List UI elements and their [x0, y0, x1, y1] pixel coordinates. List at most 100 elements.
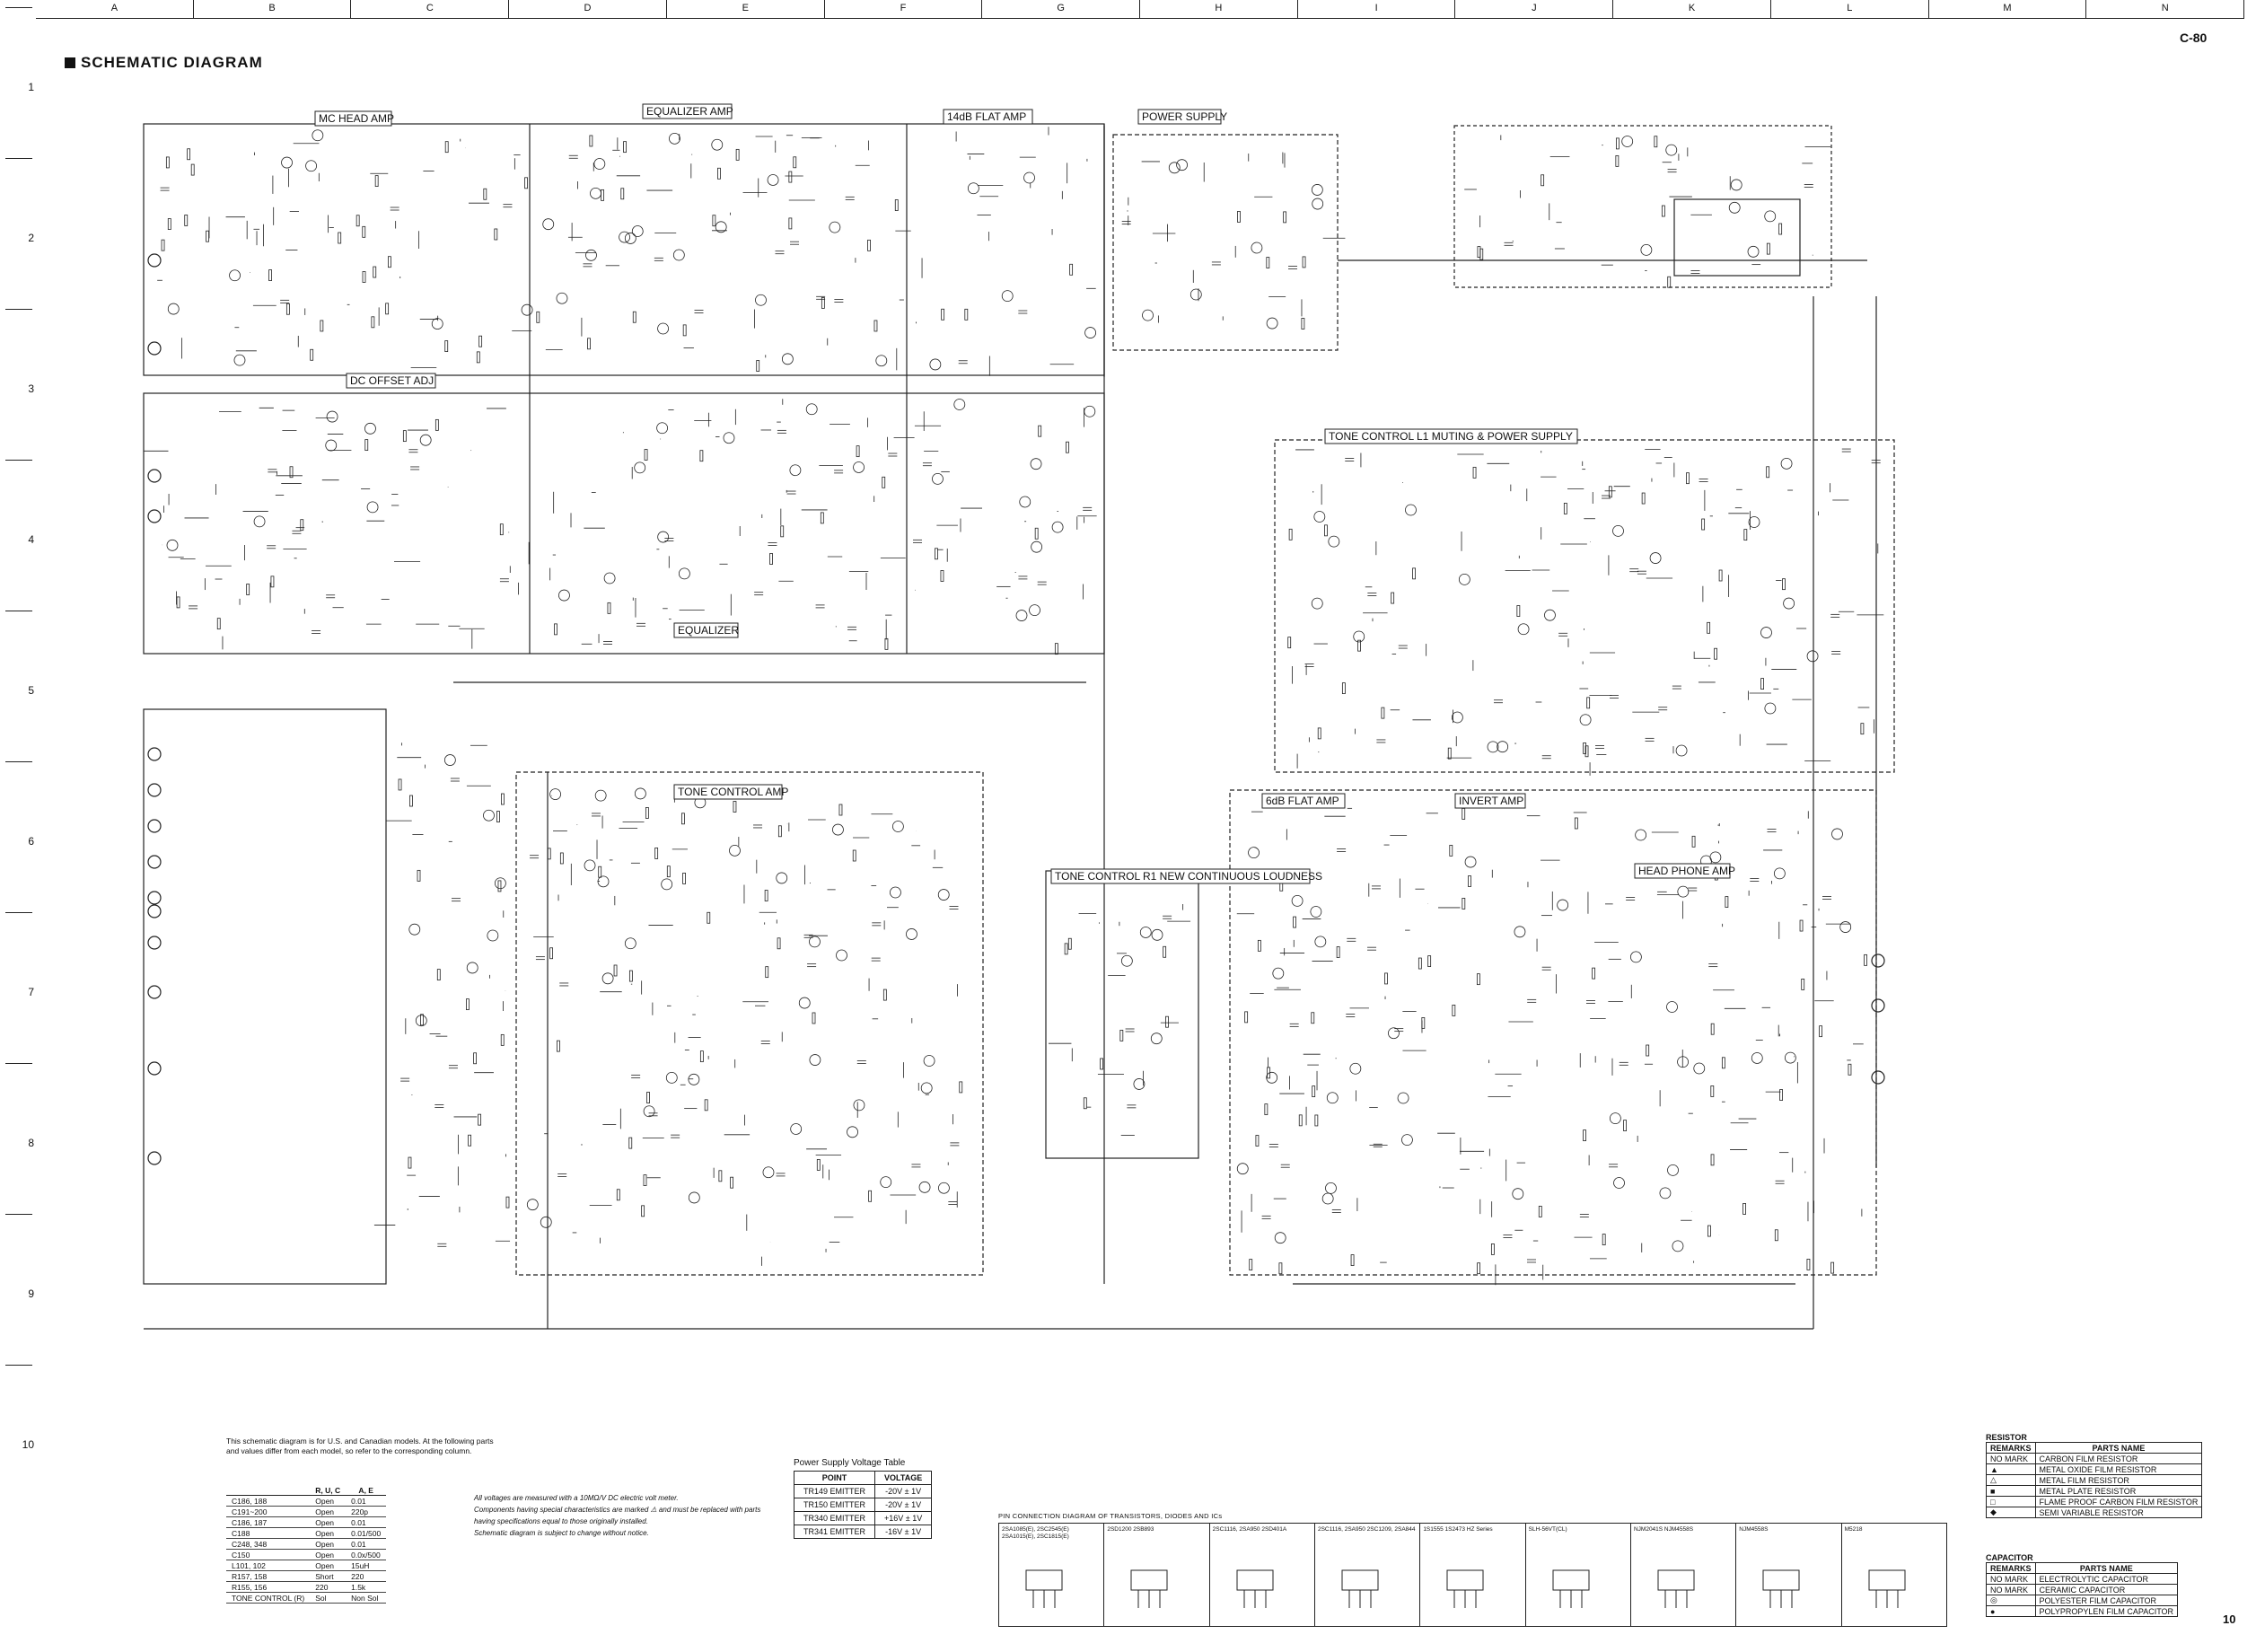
table-row: □FLAME PROOF CARBON FILM RESISTOR	[1986, 1496, 2203, 1507]
table-cell: FLAME PROOF CARBON FILM RESISTOR	[2034, 1496, 2203, 1507]
jack-symbol	[147, 855, 162, 869]
transistor-symbol	[762, 1166, 775, 1179]
resistor-symbol	[499, 523, 504, 536]
resistor-symbol	[816, 1158, 821, 1171]
resistor-symbol	[1064, 943, 1068, 955]
page-title: SCHEMATIC DIAGRAM	[65, 54, 263, 72]
resistor-symbol	[310, 348, 314, 361]
transistor-symbol	[1667, 1164, 1679, 1176]
table-cell: C188	[226, 1527, 311, 1539]
table-cell: Open	[310, 1560, 347, 1571]
resistor-symbol	[371, 316, 375, 329]
resistor-symbol	[549, 947, 554, 960]
transistor-symbol	[593, 158, 606, 170]
transistor-symbol	[1806, 650, 1819, 663]
transistor-symbol	[1751, 1052, 1763, 1064]
resistor-symbol	[1391, 592, 1395, 604]
resistor-symbol	[1691, 835, 1696, 848]
sheet-number: 10	[2223, 1612, 2236, 1626]
transistor-symbol	[1311, 597, 1323, 610]
resistor-symbol	[769, 553, 773, 565]
resistor-symbol	[547, 848, 551, 860]
resistor-symbol	[1418, 957, 1422, 970]
transistor-symbol	[1401, 1134, 1413, 1147]
grid-row-tick	[5, 761, 32, 762]
resistor-symbol	[1278, 1262, 1283, 1275]
transistor-symbol	[1274, 1232, 1286, 1244]
transistor-symbol	[643, 1105, 655, 1118]
resistor-symbol	[466, 998, 470, 1011]
transistor-symbol	[880, 1176, 892, 1189]
resistor-symbol	[1119, 1029, 1124, 1041]
transistor-symbol	[1312, 198, 1324, 210]
table-cell: 0.01	[346, 1538, 387, 1550]
resistor-symbol	[165, 156, 170, 169]
transistor-symbol	[558, 589, 570, 602]
block-label-head-phone-amp: HEAD PHONE AMP	[1638, 865, 1735, 877]
transistor-symbol	[233, 354, 246, 366]
resistor-symbol	[190, 163, 195, 176]
resistor-symbol	[176, 596, 180, 609]
transistor-symbol	[549, 788, 561, 801]
transistor-symbol	[1517, 623, 1530, 636]
block-label-power-supply: POWER SUPPLY	[1142, 110, 1227, 123]
resistor-symbol	[161, 239, 165, 251]
resistor-symbol	[444, 340, 449, 352]
table-cell: Open	[310, 1527, 347, 1539]
resistor-symbol	[1766, 242, 1770, 255]
transistor-symbol	[1487, 741, 1499, 753]
table-cell: 0.01	[346, 1516, 387, 1528]
resistor-symbol	[682, 873, 686, 884]
resistor-symbol	[733, 801, 737, 813]
grid-row-label: 8	[28, 1137, 34, 1149]
table-cell: TONE CONTROL (R)	[226, 1592, 311, 1604]
resistor-symbol	[1563, 503, 1567, 514]
resistor-symbol	[935, 548, 938, 560]
transistor-symbol	[805, 403, 818, 416]
transistor-symbol	[798, 997, 811, 1009]
transistor-symbol	[1728, 201, 1741, 214]
package-body	[1236, 1569, 1274, 1591]
resistor-symbol	[1583, 1129, 1586, 1142]
resistor-symbol	[735, 148, 740, 161]
transistor-symbol	[1051, 521, 1064, 533]
grid-row-label: 3	[28, 382, 34, 395]
component-package-icon	[1025, 1569, 1063, 1608]
transistor-symbol	[836, 949, 847, 962]
grid-column-label: D	[509, 0, 667, 18]
resistor-symbol	[681, 813, 685, 825]
grid-row-tick	[5, 309, 32, 310]
transistor-symbol	[809, 1054, 821, 1066]
grid-row-tick	[5, 1063, 32, 1064]
transistor-symbol	[932, 472, 944, 485]
pin-diagram-part-numbers: 2SD1200 2SB893	[1107, 1526, 1154, 1533]
transistor-symbol	[1730, 179, 1742, 191]
resistor-symbol	[1267, 1067, 1271, 1079]
transistor-symbol	[1321, 1192, 1334, 1205]
transistor-symbol	[526, 1199, 539, 1211]
resistor-symbol	[1778, 223, 1783, 235]
table-cell: METAL FILM RESISTOR	[2034, 1474, 2203, 1486]
resistor-symbol	[1479, 248, 1484, 260]
resistor-symbol	[1034, 527, 1039, 540]
resistor-symbol	[682, 324, 687, 337]
transistor-symbol	[1613, 1177, 1625, 1189]
transistor-symbol	[366, 501, 379, 514]
resistor-symbol	[1848, 1063, 1852, 1076]
grid-column-label: G	[982, 0, 1141, 18]
resistor-symbol	[1516, 605, 1521, 617]
block-label-frame	[642, 103, 733, 119]
jack-symbol	[147, 819, 162, 833]
transistor-symbol	[1649, 552, 1662, 564]
resistor-symbol	[1602, 1234, 1606, 1245]
resistor-symbol	[554, 623, 557, 636]
resistor-symbol	[1864, 953, 1867, 966]
block-label-frame	[1261, 793, 1346, 809]
table-cell: 15uH	[346, 1560, 387, 1571]
transistor-symbol	[1635, 829, 1647, 841]
resistor-symbol	[473, 1052, 477, 1065]
table-cell: ●	[1986, 1605, 2036, 1617]
grid-row-tick	[5, 912, 32, 913]
transistor-symbol	[918, 1181, 931, 1193]
